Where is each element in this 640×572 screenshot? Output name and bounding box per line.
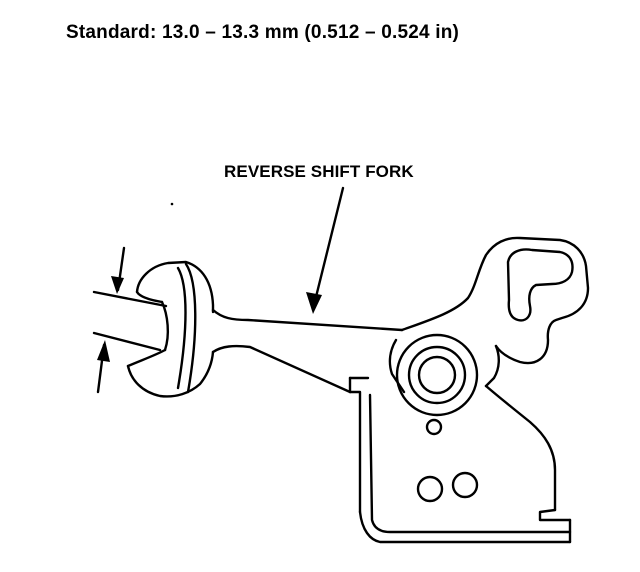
measurement-arrow-bottom [96,340,110,394]
fork-arm [211,308,404,394]
spec-standard-value: 13.0 – 13.3 mm (0.512 – 0.524 in) [161,22,460,43]
spec-standard: Standard: 13.0 – 13.3 mm (0.512 – 0.524 … [66,22,459,44]
body-holes [416,418,479,503]
pivot-boss [395,333,479,417]
print-speck [170,202,174,206]
fork-jaw [126,260,215,398]
spec-standard-label: Standard: [66,22,157,43]
fork-body [348,236,590,544]
label-leader-arrow [306,186,345,314]
gauge-blade [92,290,168,352]
reverse-shift-fork-label: REVERSE SHIFT FORK [224,162,414,181]
measurement-arrow-top [111,246,126,294]
